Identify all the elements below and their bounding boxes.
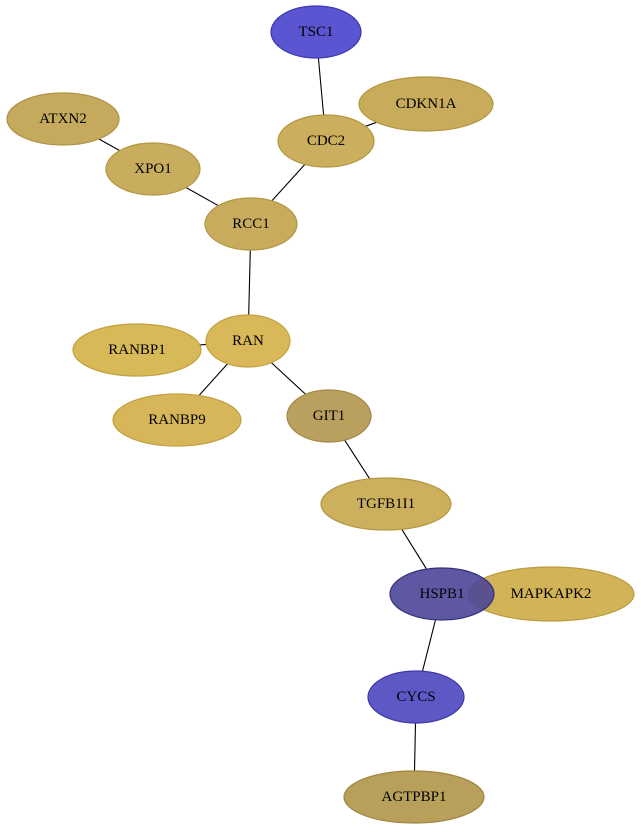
node-label-xpo1: XPO1 [134, 161, 172, 177]
node-label-hspb1: HSPB1 [419, 586, 464, 602]
node-label-agtpbp1: AGTPBP1 [381, 789, 446, 805]
edge-ran-ranbp9 [198, 363, 229, 396]
node-ellipse-atxn2[interactable] [6, 92, 120, 146]
edge-cycs-agtpbp1 [413, 722, 417, 772]
node-label-tgfb1i1: TGFB1I1 [357, 496, 415, 512]
edge-xpo1-rcc1 [185, 187, 219, 207]
node-label-atxn2: ATXN2 [39, 111, 87, 127]
node-label-tsc1: TSC1 [298, 24, 333, 40]
node-ellipse-tgfb1i1[interactable] [320, 477, 452, 531]
edge-cdc2-cdkn1a [365, 121, 377, 127]
edge-git1-tgfb1i1 [344, 439, 371, 480]
node-ellipse-ran[interactable] [205, 314, 291, 368]
edge-tgfb1i1-hspb1 [401, 528, 428, 570]
node-ellipse-xpo1[interactable] [105, 142, 201, 196]
node-git1[interactable]: GIT1 [286, 389, 372, 443]
node-ellipse-agtpbp1[interactable] [343, 770, 485, 824]
node-tsc1[interactable]: TSC1 [270, 5, 362, 59]
node-ellipse-cycs[interactable] [367, 670, 465, 724]
node-ellipse-rcc1[interactable] [204, 197, 298, 251]
edge-ran-git1 [270, 362, 307, 395]
edge-ran-ranbp1 [199, 343, 207, 346]
node-atxn2[interactable]: ATXN2 [6, 92, 120, 146]
node-label-ran: RAN [232, 333, 264, 349]
node-tgfb1i1[interactable]: TGFB1I1 [320, 477, 452, 531]
node-ellipse-ranbp1[interactable] [72, 323, 202, 377]
edge-hspb1-cycs [421, 619, 437, 672]
node-label-ranbp9: RANBP9 [148, 412, 206, 428]
node-ellipse-tsc1[interactable] [270, 5, 362, 59]
node-ellipse-hspb1[interactable] [389, 567, 495, 621]
node-label-mapkapk2: MAPKAPK2 [511, 586, 592, 602]
node-hspb1[interactable]: HSPB1 [389, 567, 495, 621]
node-agtpbp1[interactable]: AGTPBP1 [343, 770, 485, 824]
edge-atxn2-xpo1 [98, 138, 121, 152]
node-xpo1[interactable]: XPO1 [105, 142, 201, 196]
node-label-cdkn1a: CDKN1A [396, 96, 457, 112]
edge-rcc1-ran [248, 249, 251, 316]
node-cdc2[interactable]: CDC2 [277, 114, 375, 168]
edge-tsc1-cdc2 [317, 57, 325, 116]
node-cycs[interactable]: CYCS [367, 670, 465, 724]
node-ran[interactable]: RAN [205, 314, 291, 368]
node-ranbp9[interactable]: RANBP9 [112, 393, 242, 447]
node-label-cycs: CYCS [396, 689, 435, 705]
node-label-ranbp1: RANBP1 [108, 342, 166, 358]
edges-layer [98, 57, 437, 772]
node-ellipse-cdc2[interactable] [277, 114, 375, 168]
node-rcc1[interactable]: RCC1 [204, 197, 298, 251]
node-label-cdc2: CDC2 [307, 133, 345, 149]
node-label-git1: GIT1 [313, 408, 346, 424]
node-ellipse-cdkn1a[interactable] [358, 76, 494, 132]
node-cdkn1a[interactable]: CDKN1A [358, 76, 494, 132]
node-label-rcc1: RCC1 [232, 216, 270, 232]
edge-cdc2-rcc1 [271, 164, 306, 202]
node-ellipse-git1[interactable] [286, 389, 372, 443]
node-ranbp1[interactable]: RANBP1 [72, 323, 202, 377]
node-ellipse-ranbp9[interactable] [112, 393, 242, 447]
